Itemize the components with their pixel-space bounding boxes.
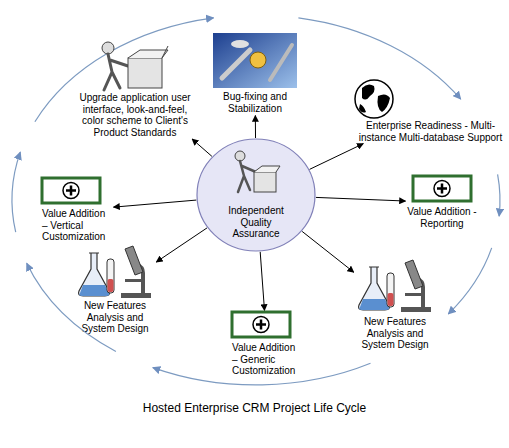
open-box — [254, 172, 276, 192]
flow-arrow — [255, 116, 256, 139]
diagram-caption: Hosted Enterprise CRM Project Life Cycle — [0, 401, 509, 415]
stage-node: Value Addition – Generic Customization — [232, 312, 302, 377]
cycle-arc — [498, 174, 500, 216]
stage-node: New Features Analysis and System Design — [75, 245, 155, 335]
cycle-arc — [35, 18, 214, 122]
life-cycle-ring — [12, 18, 500, 385]
stage-label: New Features Analysis and System Design — [355, 316, 435, 351]
box-lid — [254, 166, 280, 172]
stage-node: Upgrade application user interface, look… — [75, 40, 195, 138]
hub-ellipse-shape — [197, 139, 315, 251]
lab-icon — [79, 246, 152, 298]
text-holder: Value Addition – Generic Customization — [232, 342, 302, 377]
cycle-arc — [12, 152, 20, 232]
text-holder: Bug-fixing and Stabilization — [200, 91, 310, 114]
globe — [355, 80, 393, 118]
cycle-arc — [448, 248, 491, 314]
bug-fixing-picture — [213, 33, 297, 88]
lab-icon — [359, 260, 432, 312]
stage-node: Value Addition – Vertical Customization — [42, 178, 112, 243]
stage-label: Value Addition – Vertical Customization — [42, 208, 112, 243]
person-body — [238, 161, 256, 192]
qa-person-icon — [235, 151, 280, 192]
stage-node: Enterprise Readiness - Multi-instance Mu… — [358, 80, 503, 143]
bug-shape — [250, 52, 266, 68]
tool-shape — [231, 40, 249, 48]
person-body — [104, 54, 128, 90]
flow-arrow — [260, 252, 264, 311]
wrench — [222, 50, 250, 78]
globe-icon — [355, 80, 393, 118]
cycle-arc — [153, 363, 371, 385]
flow-arrow — [316, 197, 406, 201]
person-head — [102, 42, 114, 54]
stage-label: Value Addition – Generic Customization — [232, 342, 302, 377]
stage-label: New Features Analysis and System Design — [75, 300, 155, 335]
text-holder: Value Addition - Reporting — [407, 206, 477, 229]
cycle-arc — [27, 263, 116, 351]
flow-arrow — [156, 228, 207, 262]
person-head — [235, 151, 245, 161]
stage-label: Enterprise Readiness - Multi-instance Mu… — [358, 120, 503, 143]
hub-ellipse: Independent Quality Assurance — [196, 138, 316, 252]
flow-arrow — [302, 231, 354, 272]
continents — [359, 84, 390, 112]
stage-node: Value Addition - Reporting — [407, 176, 477, 229]
box-lid — [128, 46, 168, 58]
text-holder: Enterprise Readiness - Multi-instance Mu… — [358, 120, 503, 143]
text-holder: New Features Analysis and System Design — [75, 300, 155, 335]
plus-box-icon — [413, 176, 471, 201]
picture-background — [213, 33, 297, 88]
wrench — [270, 45, 292, 80]
plus-box-icon — [232, 312, 290, 337]
cycle-arc — [298, 18, 460, 99]
text-holder: Value Addition – Vertical Customization — [42, 208, 112, 243]
stage-label: Value Addition - Reporting — [407, 206, 477, 229]
text-holder: Upgrade application user interface, look… — [75, 92, 195, 138]
flow-arrow — [192, 139, 212, 156]
stage-label: Bug-fixing and Stabilization — [200, 91, 310, 114]
person-box-icon — [102, 42, 168, 90]
plus-box-icon — [42, 178, 100, 203]
stage-label: Upgrade application user interface, look… — [75, 92, 195, 138]
stage-node: Bug-fixing and Stabilization — [200, 33, 310, 114]
text-holder: New Features Analysis and System Design — [355, 316, 435, 351]
open-box — [128, 58, 162, 88]
stage-label: Independent Quality Assurance — [223, 205, 289, 240]
text-holder: Independent Quality Assurance — [223, 205, 289, 240]
stage-node: New Features Analysis and System Design — [355, 259, 435, 351]
flow-arrow — [310, 144, 364, 170]
flow-arrow — [113, 200, 196, 207]
